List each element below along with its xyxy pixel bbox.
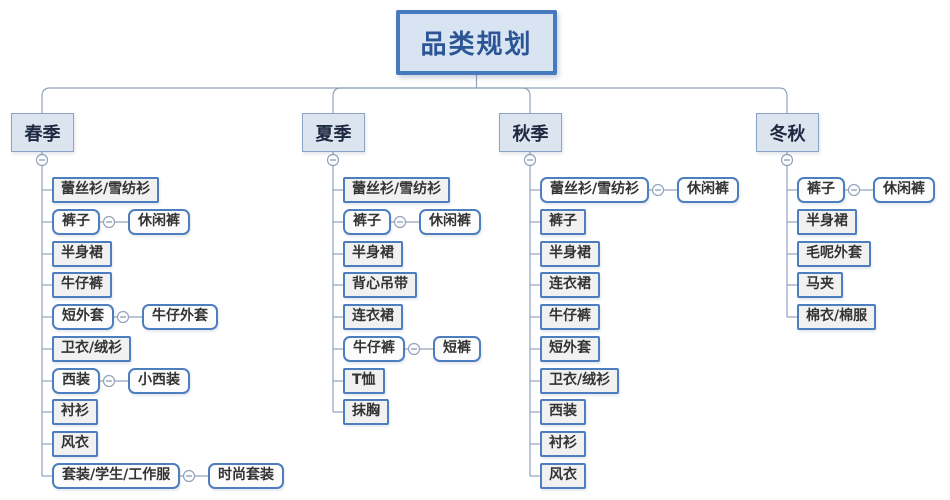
season-node[interactable]: 春季: [11, 113, 74, 152]
season-node[interactable]: 夏季: [302, 113, 365, 152]
topic-node[interactable]: 半身裙: [540, 241, 600, 267]
connector-line: [476, 87, 531, 113]
connector-line: [41, 87, 477, 113]
topic-node[interactable]: 短外套: [540, 336, 600, 362]
topic-node[interactable]: 衬衫: [540, 431, 586, 457]
topic-node[interactable]: 牛仔裤: [540, 304, 600, 330]
topic-node[interactable]: 卫衣/绒衫: [540, 368, 620, 394]
collapse-toggle-icon[interactable]: [102, 374, 116, 388]
season-node[interactable]: 冬秋: [756, 113, 819, 152]
topic-node[interactable]: 蕾丝衫/雪纺衫: [540, 177, 650, 203]
subtopic-node[interactable]: 休闲裤: [677, 177, 739, 203]
topic-node[interactable]: 风衣: [540, 463, 586, 489]
topic-node[interactable]: 连衣裙: [343, 304, 403, 330]
topic-node[interactable]: 半身裙: [797, 209, 857, 235]
topic-node[interactable]: 裤子: [540, 209, 586, 235]
wire-group: [41, 75, 873, 477]
connector-line: [332, 87, 477, 113]
toggle-group: [35, 153, 861, 483]
subtopic-node[interactable]: 休闲裤: [128, 209, 190, 235]
topic-node[interactable]: 背心吊带: [343, 272, 417, 298]
topic-node[interactable]: 衬衫: [52, 399, 98, 425]
collapse-toggle-icon[interactable]: [116, 310, 130, 324]
topic-node[interactable]: 连衣裙: [540, 272, 600, 298]
collapse-toggle-icon[interactable]: [35, 153, 49, 167]
subtopic-node[interactable]: 休闲裤: [873, 177, 935, 203]
collapse-toggle-icon[interactable]: [523, 153, 537, 167]
subtopic-node[interactable]: 时尚套装: [208, 463, 284, 489]
collapse-toggle-icon[interactable]: [651, 183, 665, 197]
collapse-toggle-icon[interactable]: [407, 342, 421, 356]
topic-node[interactable]: 裤子: [52, 209, 100, 235]
topic-node[interactable]: 西装: [540, 399, 586, 425]
topic-node[interactable]: 蕾丝衫/雪纺衫: [52, 177, 160, 203]
subtopic-node[interactable]: 短裤: [433, 336, 481, 362]
topic-node[interactable]: 棉衣/棉服: [797, 304, 877, 330]
topic-node[interactable]: 半身裙: [52, 241, 112, 267]
topic-node[interactable]: T恤: [343, 368, 385, 394]
collapse-toggle-icon[interactable]: [182, 469, 196, 483]
connector-line: [476, 87, 788, 113]
topic-node[interactable]: 风衣: [52, 431, 98, 457]
topic-node[interactable]: 蕾丝衫/雪纺衫: [343, 177, 451, 203]
topic-node[interactable]: 牛仔裤: [343, 336, 405, 362]
topic-node[interactable]: 裤子: [343, 209, 391, 235]
topic-node[interactable]: 马夹: [797, 272, 843, 298]
topic-node[interactable]: 裤子: [797, 177, 845, 203]
collapse-toggle-icon[interactable]: [780, 153, 794, 167]
subtopic-node[interactable]: 小西装: [128, 368, 190, 394]
collapse-toggle-icon[interactable]: [847, 183, 861, 197]
topic-node[interactable]: 西装: [52, 368, 100, 394]
collapse-toggle-icon[interactable]: [326, 153, 340, 167]
collapse-toggle-icon[interactable]: [102, 215, 116, 229]
root-node[interactable]: 品类规划: [396, 10, 557, 75]
collapse-toggle-icon[interactable]: [393, 215, 407, 229]
topic-node[interactable]: 毛呢外套: [797, 241, 871, 267]
topic-node[interactable]: 短外套: [52, 304, 114, 330]
season-node[interactable]: 秋季: [499, 113, 562, 152]
subtopic-node[interactable]: 牛仔外套: [142, 304, 218, 330]
topic-node[interactable]: 卫衣/绒衫: [52, 336, 132, 362]
topic-node[interactable]: 半身裙: [343, 241, 403, 267]
topic-node[interactable]: 牛仔裤: [52, 272, 112, 298]
topic-node[interactable]: 抹胸: [343, 399, 389, 425]
topic-node[interactable]: 套装/学生/工作服: [52, 463, 181, 489]
subtopic-node[interactable]: 休闲裤: [419, 209, 481, 235]
